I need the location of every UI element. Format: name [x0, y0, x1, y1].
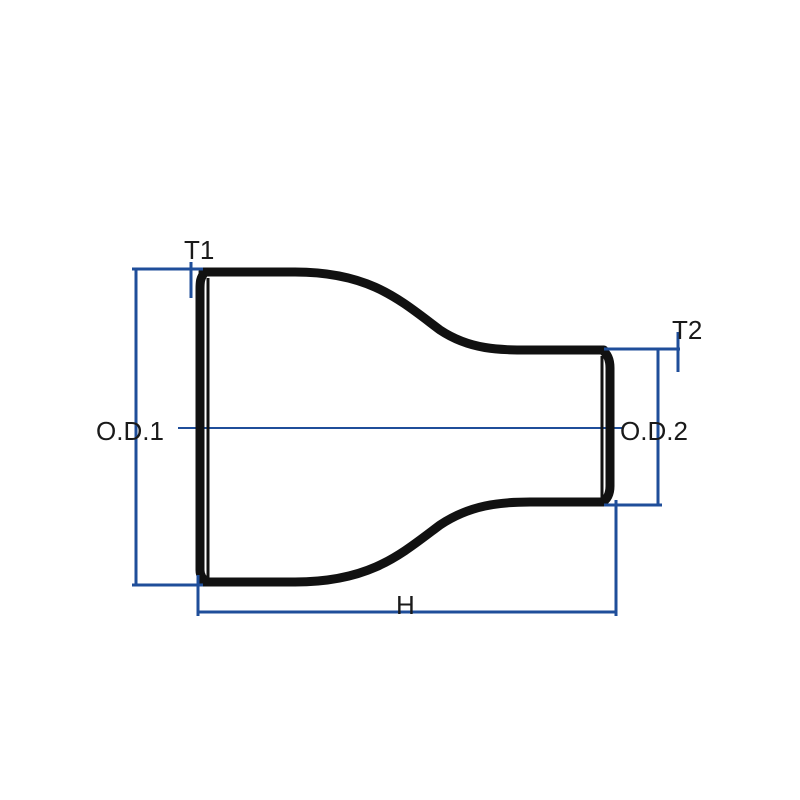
t2-label: T2	[672, 315, 702, 345]
reducer-bottom-profile	[198, 497, 609, 587]
small-end-wall	[597, 345, 615, 507]
large-end-wall	[195, 267, 213, 587]
od2-label: O.D.2	[620, 416, 688, 446]
t1-label: T1	[184, 235, 214, 265]
od1-label: O.D.1	[96, 416, 164, 446]
h-label: H	[396, 590, 415, 620]
reducer-top-profile	[198, 267, 609, 355]
